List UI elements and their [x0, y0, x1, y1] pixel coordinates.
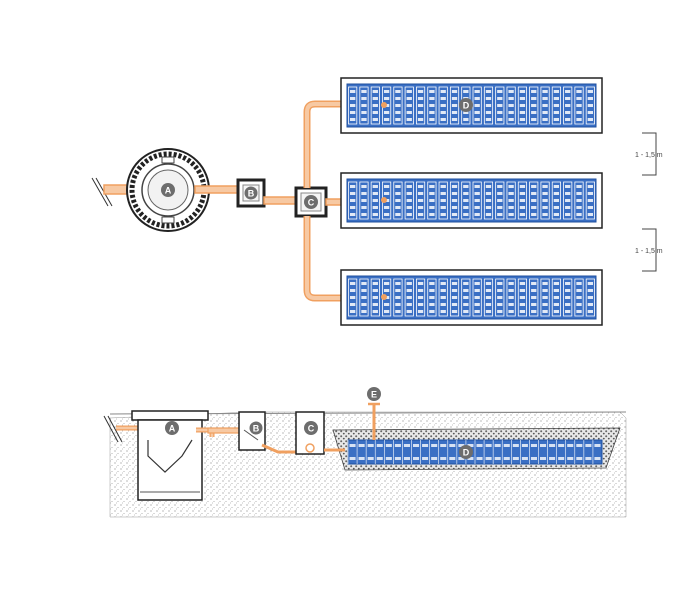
- svg-text:A: A: [169, 424, 176, 434]
- svg-text:D: D: [463, 448, 470, 458]
- pipe-b-c-section: [261, 443, 300, 454]
- svg-text:B: B: [248, 189, 255, 199]
- svg-text:B: B: [253, 424, 260, 434]
- dimension-top-label: 1 - 1,5 m: [635, 152, 663, 159]
- svg-text:C: C: [308, 424, 315, 434]
- label-b-plan: B: [244, 186, 258, 200]
- label-a-section: A: [165, 421, 179, 435]
- vent-pipe-section: [368, 402, 380, 440]
- label-e-section: E: [367, 387, 381, 401]
- pipe-b-c-plan: [263, 196, 298, 205]
- label-c-section: C: [304, 421, 318, 435]
- infiltration-module-section: [347, 439, 603, 465]
- septic-tank-section: [131, 410, 215, 501]
- dimension-bottom-label: 1 - 1,5 m: [635, 248, 663, 255]
- infiltration-trenches-plan: [340, 77, 603, 326]
- pipe-a-b-section: [207, 427, 241, 434]
- section-view: [103, 402, 627, 518]
- svg-text:A: A: [165, 186, 172, 196]
- infiltration-trench-3: [340, 269, 603, 326]
- dimension-top: 1 - 1,5 m: [635, 132, 663, 176]
- svg-text:E: E: [371, 390, 377, 400]
- label-c-plan: C: [304, 195, 318, 209]
- svg-text:C: C: [308, 198, 315, 208]
- pipe-a-b-plan: [194, 185, 241, 194]
- plan-view: 1 - 1,5 m 1 - 1,5 m: [91, 77, 663, 326]
- svg-text:D: D: [463, 101, 470, 111]
- infiltration-trench-2: [340, 172, 603, 229]
- label-a-plan: A: [161, 183, 175, 197]
- label-d-plan: D: [459, 98, 473, 112]
- label-d-section: D: [459, 445, 473, 459]
- dimension-bottom: 1 - 1,5 m: [635, 228, 663, 272]
- inlet-pipe-plan: [91, 177, 145, 207]
- label-b-section: B: [249, 421, 263, 435]
- distribution-pipes-plan: [303, 100, 347, 302]
